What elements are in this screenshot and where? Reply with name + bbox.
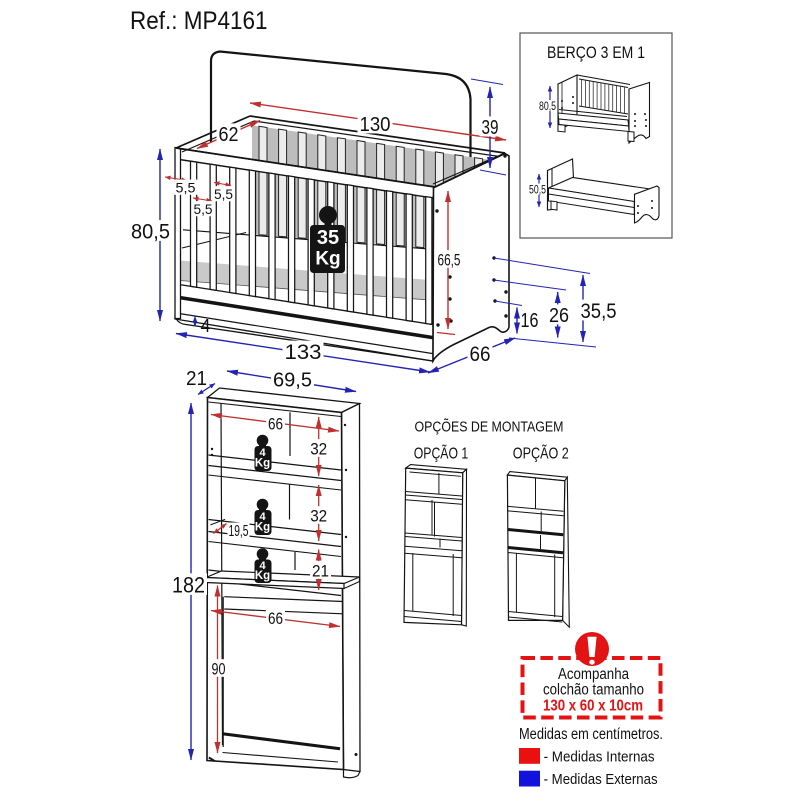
svg-text:80,5: 80,5 [131, 221, 170, 244]
svg-text:Acompanha: Acompanha [558, 666, 629, 683]
svg-text:OPÇÕES DE MONTAGEM: OPÇÕES DE MONTAGEM [415, 419, 564, 436]
svg-text:26: 26 [549, 305, 569, 327]
svg-text:62: 62 [219, 124, 239, 146]
svg-text:80,5: 80,5 [539, 101, 556, 113]
svg-text:Kg: Kg [255, 522, 270, 534]
svg-text:66: 66 [268, 415, 283, 434]
svg-text:21: 21 [312, 562, 329, 581]
svg-text:- Medidas Internas: - Medidas Internas [544, 749, 655, 766]
svg-text:4: 4 [201, 316, 211, 336]
svg-text:69,5: 69,5 [273, 370, 312, 392]
svg-text:19,5: 19,5 [229, 523, 249, 540]
svg-text:32: 32 [310, 507, 327, 526]
svg-text:5,5: 5,5 [176, 180, 196, 196]
svg-text:21: 21 [186, 368, 207, 390]
svg-text:133: 133 [285, 341, 322, 364]
svg-text:182: 182 [172, 573, 205, 598]
svg-text:Medidas em centímetros.: Medidas em centímetros. [519, 726, 663, 743]
svg-text:BERÇO 3 EM 1: BERÇO 3 EM 1 [547, 43, 645, 62]
svg-text:35,5: 35,5 [581, 300, 617, 323]
svg-text:66: 66 [470, 343, 491, 366]
svg-text:Kg: Kg [255, 570, 270, 582]
svg-text:4: 4 [259, 447, 266, 459]
svg-text:130: 130 [360, 114, 391, 136]
svg-text:39: 39 [482, 117, 499, 139]
svg-text:32: 32 [310, 440, 327, 459]
svg-text:4: 4 [259, 560, 266, 572]
svg-text:16: 16 [521, 310, 539, 332]
svg-text:colchão tamanho: colchão tamanho [543, 682, 644, 699]
svg-text:Ref.: MP4161: Ref.: MP4161 [130, 7, 268, 35]
svg-text:4: 4 [259, 511, 266, 523]
svg-text:66,5: 66,5 [438, 251, 461, 270]
svg-text:Kg: Kg [255, 458, 270, 470]
svg-text:OPÇÃO 1: OPÇÃO 1 [414, 446, 469, 463]
svg-text:- Medidas Externas: - Medidas Externas [544, 771, 658, 788]
svg-text:130 x 60 x 10cm: 130 x 60 x 10cm [543, 698, 643, 715]
svg-text:35: 35 [317, 227, 339, 249]
svg-text:Kg: Kg [315, 248, 340, 269]
svg-text:OPÇÃO 2: OPÇÃO 2 [513, 446, 569, 463]
svg-text:50,5: 50,5 [529, 185, 546, 197]
svg-text:90: 90 [212, 660, 226, 679]
svg-text:66: 66 [268, 609, 283, 628]
svg-text:5,5: 5,5 [194, 201, 213, 217]
svg-text:5,5: 5,5 [214, 186, 233, 202]
